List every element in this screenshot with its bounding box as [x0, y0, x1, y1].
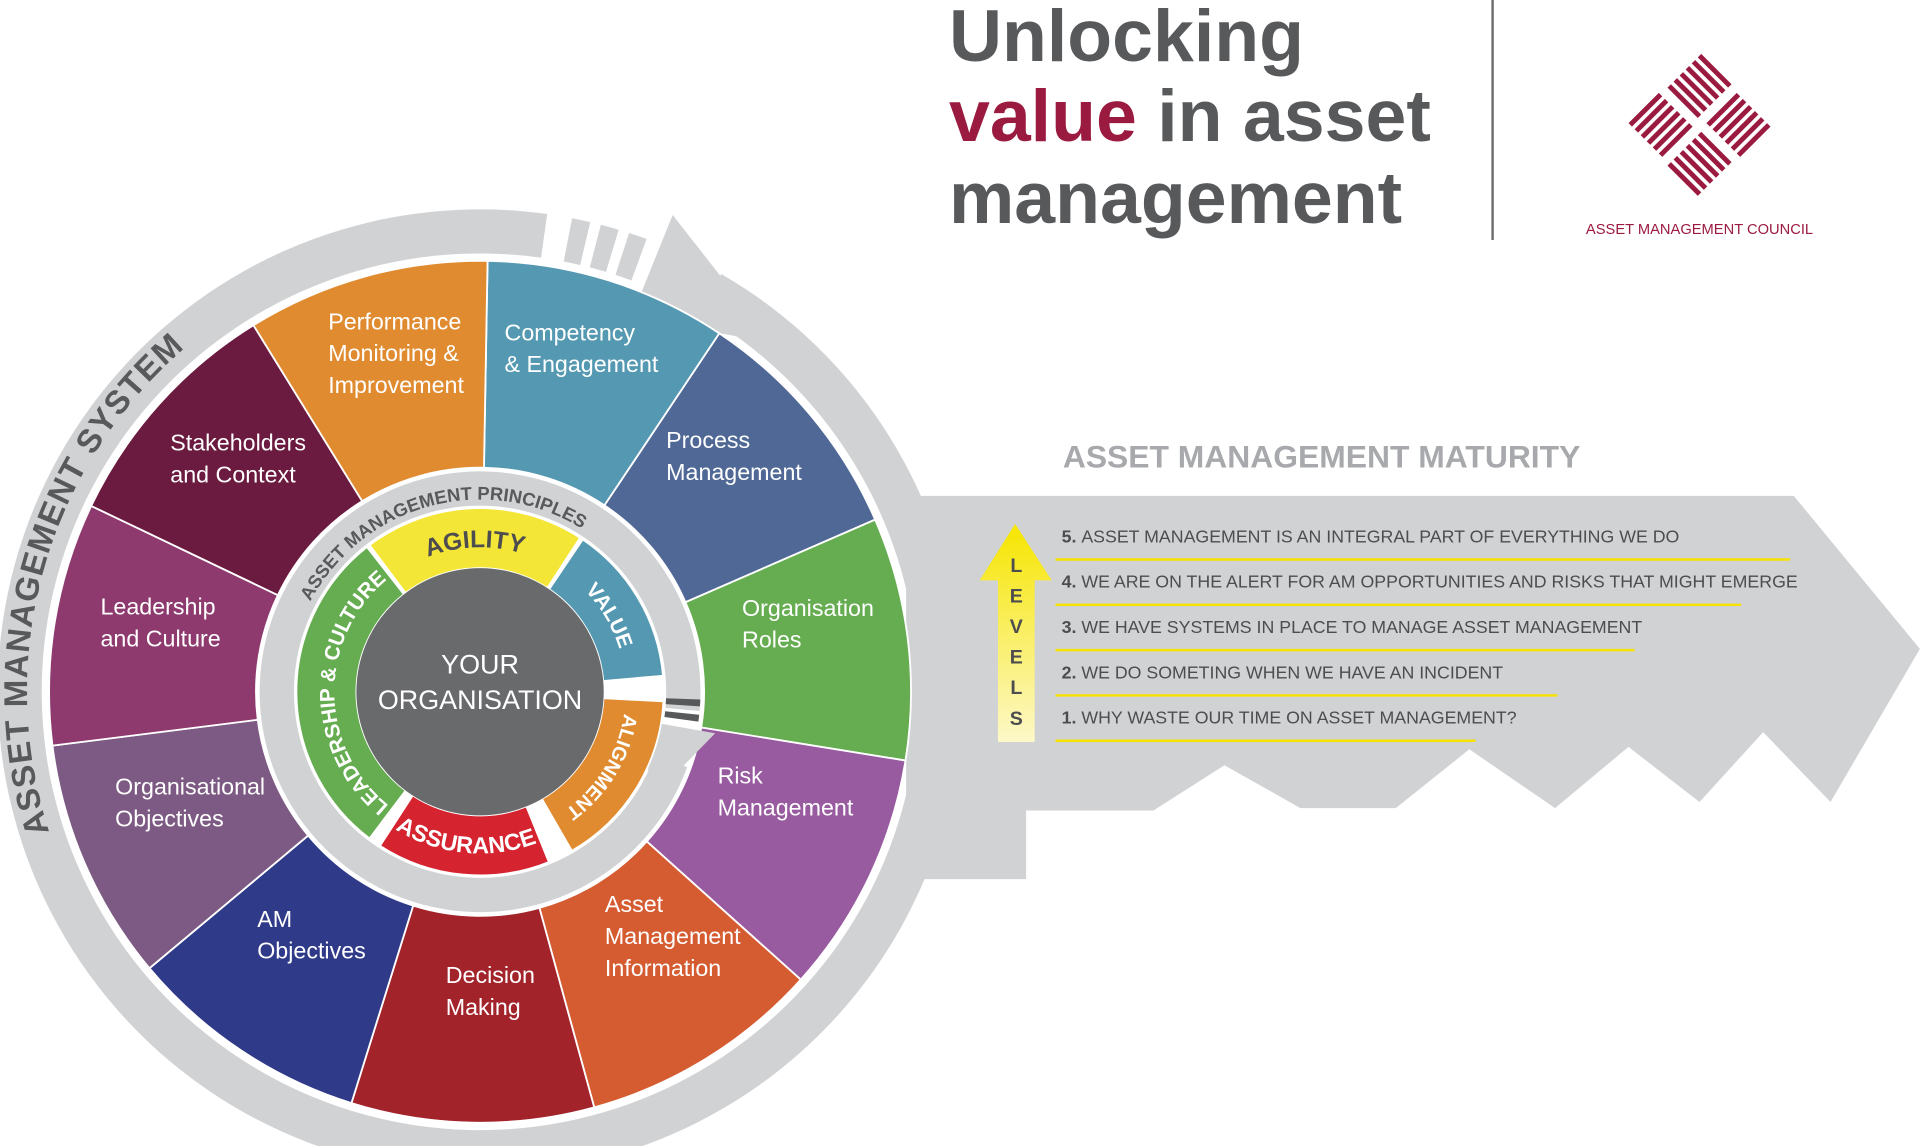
logo-stripe	[1685, 143, 1720, 178]
center-label-line1: YOUR	[441, 649, 519, 679]
segment-10	[252, 259, 489, 503]
logo-stripe	[1658, 123, 1693, 157]
ring-stripe	[563, 218, 591, 266]
logo-stripe	[1697, 53, 1732, 88]
segment-label: Organisation	[742, 595, 874, 621]
segment-label: and Culture	[101, 625, 221, 651]
level-number: 3.	[1062, 617, 1077, 637]
logo-stripe	[1640, 104, 1675, 139]
level-number: 5.	[1062, 526, 1077, 546]
inner-ring	[259, 471, 716, 913]
segment-label: Risk	[718, 763, 764, 789]
ring-stripe	[615, 232, 647, 281]
title-highlight: value	[949, 74, 1137, 157]
maturity-level-2: 2.WE DO SOMETING WHEN WE HAVE AN INCIDEN…	[1062, 662, 1504, 682]
title-line3: management	[949, 156, 1402, 239]
segment-label: & Engagement	[505, 351, 659, 377]
title-line2: value in asset	[949, 74, 1431, 157]
inner-ring-stripe	[664, 711, 700, 722]
segment-label: Competency	[505, 319, 636, 345]
logo-stripe	[1646, 111, 1681, 145]
levels-letter: S	[1010, 708, 1023, 730]
title-line2-rest: in asset	[1137, 74, 1431, 157]
levels-letter: E	[1010, 647, 1023, 669]
logo-stripe	[1724, 111, 1759, 145]
center-label-line2: ORGANISATION	[378, 685, 582, 715]
segment-label: Information	[605, 955, 721, 981]
level-text: ASSET MANAGEMENT IS AN INTEGRAL PART OF …	[1081, 526, 1679, 546]
level-text: WHY WASTE OUR TIME ON ASSET MANAGEMENT?	[1081, 708, 1516, 728]
segment-label: Monitoring &	[328, 340, 459, 366]
maturity-level-5: 5.ASSET MANAGEMENT IS AN INTEGRAL PART O…	[1062, 526, 1680, 546]
logo-stripe	[1706, 92, 1741, 127]
logo-stripe	[1718, 104, 1753, 139]
segment-label: Management	[666, 459, 802, 485]
segment-label: Asset	[605, 891, 664, 917]
segment-label: Management	[718, 794, 854, 820]
levels-letter: L	[1010, 677, 1022, 699]
logo-stripe	[1652, 117, 1687, 151]
levels-letter: L	[1010, 555, 1022, 577]
levels-letter: V	[1010, 616, 1023, 638]
level-text: WE DO SOMETING WHEN WE HAVE AN INCIDENT	[1081, 662, 1503, 682]
segment-label: Roles	[742, 627, 801, 653]
logo-stripe	[1667, 162, 1702, 196]
principles-ring	[295, 507, 665, 877]
logo-stripe	[1679, 72, 1714, 106]
logo-stripe	[1634, 98, 1669, 133]
logo-stripe	[1673, 156, 1708, 190]
inner-ring-stripe	[665, 698, 701, 707]
logo-stripe	[1712, 98, 1747, 133]
segment-label: Decision	[446, 962, 535, 988]
level-number: 2.	[1062, 662, 1077, 682]
logo-stripe	[1691, 137, 1726, 172]
key-shaft	[906, 495, 1920, 880]
segment-label: Improvement	[328, 372, 464, 398]
maturity-heading: ASSET MANAGEMENT MATURITY	[1063, 439, 1581, 475]
segment-label: Management	[605, 923, 741, 949]
maturity-level-3: 3.WE HAVE SYSTEMS IN PLACE TO MANAGE ASS…	[1062, 617, 1643, 637]
logo-text: ASSET MANAGEMENT COUNCIL	[1586, 222, 1813, 238]
level-number: 1.	[1062, 708, 1077, 728]
segment-label: Leadership	[101, 594, 216, 620]
segment-label: Stakeholders	[170, 430, 306, 456]
title-line1: Unlocking	[949, 0, 1304, 77]
segment-label: Objectives	[115, 805, 224, 831]
segment-label: AM	[257, 906, 292, 932]
center-circle	[356, 568, 604, 816]
level-text: WE HAVE SYSTEMS IN PLACE TO MANAGE ASSET…	[1081, 617, 1642, 637]
logo-stripe	[1736, 123, 1771, 157]
levels-arrow-icon	[979, 524, 1052, 742]
logo-stripe	[1685, 66, 1720, 100]
segment-label: Performance	[328, 308, 461, 334]
inner-arrowhead-icon	[642, 720, 716, 799]
segment-label: Objectives	[257, 938, 366, 964]
segment-label: Process	[666, 427, 750, 453]
logo-stripe	[1667, 84, 1702, 118]
logo-stripe	[1691, 59, 1726, 94]
asset-management-council-logo	[1628, 53, 1771, 196]
system-segments	[48, 259, 912, 1124]
maturity-level-4: 4.WE ARE ON THE ALERT FOR AM OPPORTUNITI…	[1062, 572, 1798, 592]
logo-stripe	[1730, 117, 1765, 151]
logo-stripe	[1679, 149, 1714, 184]
level-text: WE ARE ON THE ALERT FOR AM OPPORTUNITIES…	[1081, 572, 1798, 592]
logo-stripe	[1628, 92, 1663, 127]
logo-stripe	[1673, 78, 1708, 112]
level-number: 4.	[1062, 572, 1077, 592]
segment-label: and Context	[170, 461, 296, 487]
ring-stripe	[589, 224, 619, 272]
logo-stripe	[1697, 131, 1732, 166]
maturity-level-1: 1.WHY WASTE OUR TIME ON ASSET MANAGEMENT…	[1062, 708, 1517, 728]
segment-label: Organisational	[115, 774, 265, 800]
levels-letter: E	[1010, 585, 1023, 607]
segment-label: Making	[446, 994, 521, 1020]
